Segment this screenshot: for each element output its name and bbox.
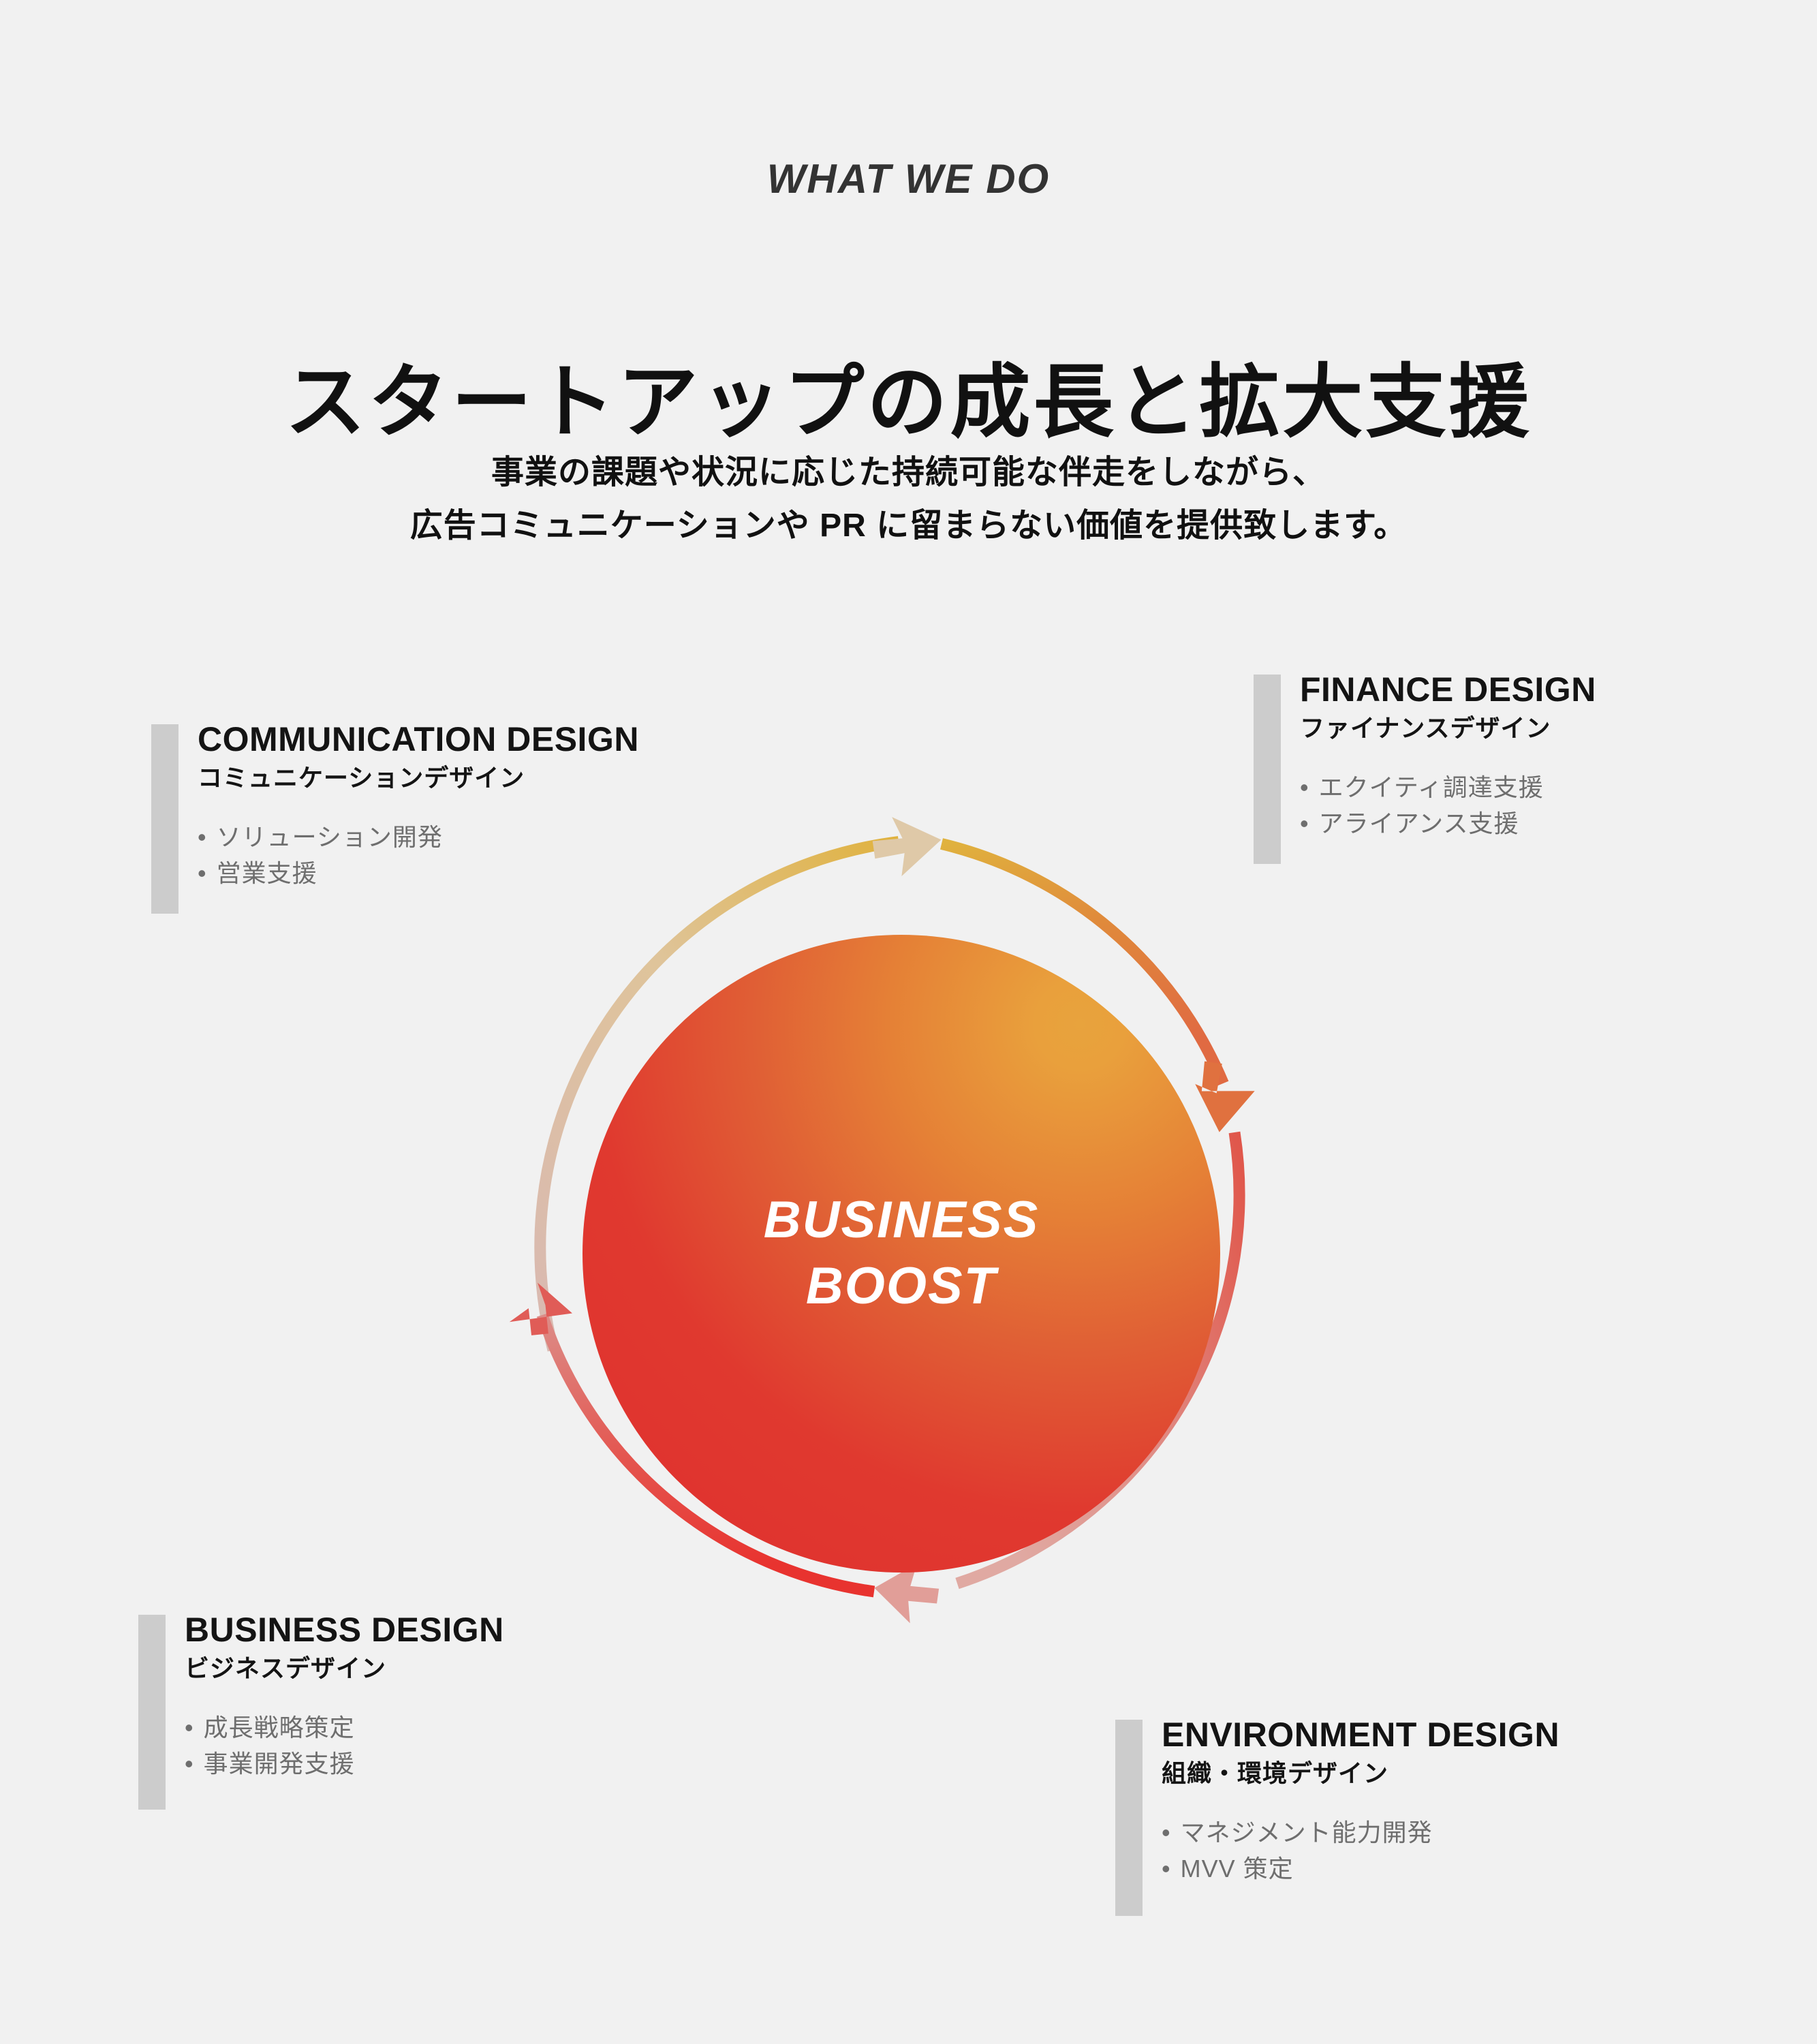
- accent-bar-business: [138, 1615, 166, 1810]
- bullet-list-environment: マネジメント能力開発 MVV 策定: [1162, 1814, 1559, 1887]
- lead-paragraph: 事業の課題や状況に応じた持続可能な伴走をしながら、 広告コミュニケーションや P…: [0, 446, 1817, 553]
- business-boost-core: BUSINESS BOOST: [583, 935, 1220, 1573]
- accent-bar-finance: [1254, 675, 1281, 864]
- list-item: エクイティ調達支援: [1300, 769, 1596, 805]
- bullet-list-finance: エクイティ調達支援 アライアンス支援: [1300, 769, 1596, 842]
- title-ja-environment: 組織・環境デザイン: [1162, 1759, 1389, 1787]
- arc-segment-finance: [940, 838, 1229, 1086]
- list-item: 事業開発支援: [185, 1746, 504, 1782]
- panel-environment-design: ENVIRONMENT DESIGN 組織・環境デザイン マネジメント能力開発 …: [1115, 1716, 1560, 1916]
- bullet-list-communication: ソリューション開発 営業支援: [198, 819, 639, 892]
- title-en-environment: ENVIRONMENT DESIGN: [1162, 1716, 1560, 1754]
- panel-communication-design: COMMUNICATION DESIGN コミュニケーションデザイン ソリューシ…: [151, 720, 639, 914]
- title-en-business: BUSINESS DESIGN: [185, 1611, 504, 1649]
- title-ja-finance: ファイナンスデザイン: [1300, 714, 1551, 742]
- core-label: BUSINESS BOOST: [764, 1188, 1040, 1319]
- arc-segment-business: [536, 1313, 875, 1598]
- core-label-line-1: BUSINESS: [763, 1191, 1040, 1250]
- arc-segment-communication: [534, 836, 900, 1352]
- arrowhead-bottom-left-icon: [874, 1563, 939, 1624]
- list-item: 営業支援: [198, 855, 639, 891]
- list-item: ソリューション開発: [198, 819, 639, 855]
- arrowhead-left-up-icon: [509, 1282, 572, 1335]
- title-ja-communication: コミュニケーションデザイン: [198, 764, 525, 792]
- list-item: アライアンス支援: [1300, 805, 1596, 841]
- list-item: MVV 策定: [1162, 1851, 1559, 1887]
- core-label-line-2: BOOST: [805, 1257, 997, 1315]
- accent-bar-environment: [1115, 1720, 1143, 1916]
- title-en-finance: FINANCE DESIGN: [1300, 670, 1596, 709]
- panel-business-design: BUSINESS DESIGN ビジネスデザイン 成長戦略策定 事業開発支援: [138, 1611, 504, 1810]
- bullet-list-business: 成長戦略策定 事業開発支援: [185, 1709, 504, 1782]
- title-ja-business: ビジネスデザイン: [185, 1654, 387, 1682]
- arrowhead-right-down-icon: [1195, 1061, 1255, 1132]
- eyebrow-label: WHAT WE DO: [766, 156, 1051, 202]
- panel-finance-design: FINANCE DESIGN ファイナンスデザイン エクイティ調達支援 アライア…: [1254, 670, 1596, 864]
- lead-line-2: 広告コミュニケーションや PR に留まらない価値を提供致します。: [409, 507, 1408, 544]
- cycle-ring-arrows: [509, 817, 1255, 1624]
- list-item: マネジメント能力開発: [1162, 1814, 1559, 1851]
- lead-line-1: 事業の課題や状況に応じた持続可能な伴走をしながら、: [491, 454, 1326, 491]
- title-en-communication: COMMUNICATION DESIGN: [198, 720, 639, 758]
- page-title: スタートアップの成長と拡大支援: [285, 358, 1532, 448]
- accent-bar-communication: [151, 724, 178, 914]
- list-item: 成長戦略策定: [185, 1709, 504, 1746]
- arrowhead-top-right-icon: [872, 817, 942, 877]
